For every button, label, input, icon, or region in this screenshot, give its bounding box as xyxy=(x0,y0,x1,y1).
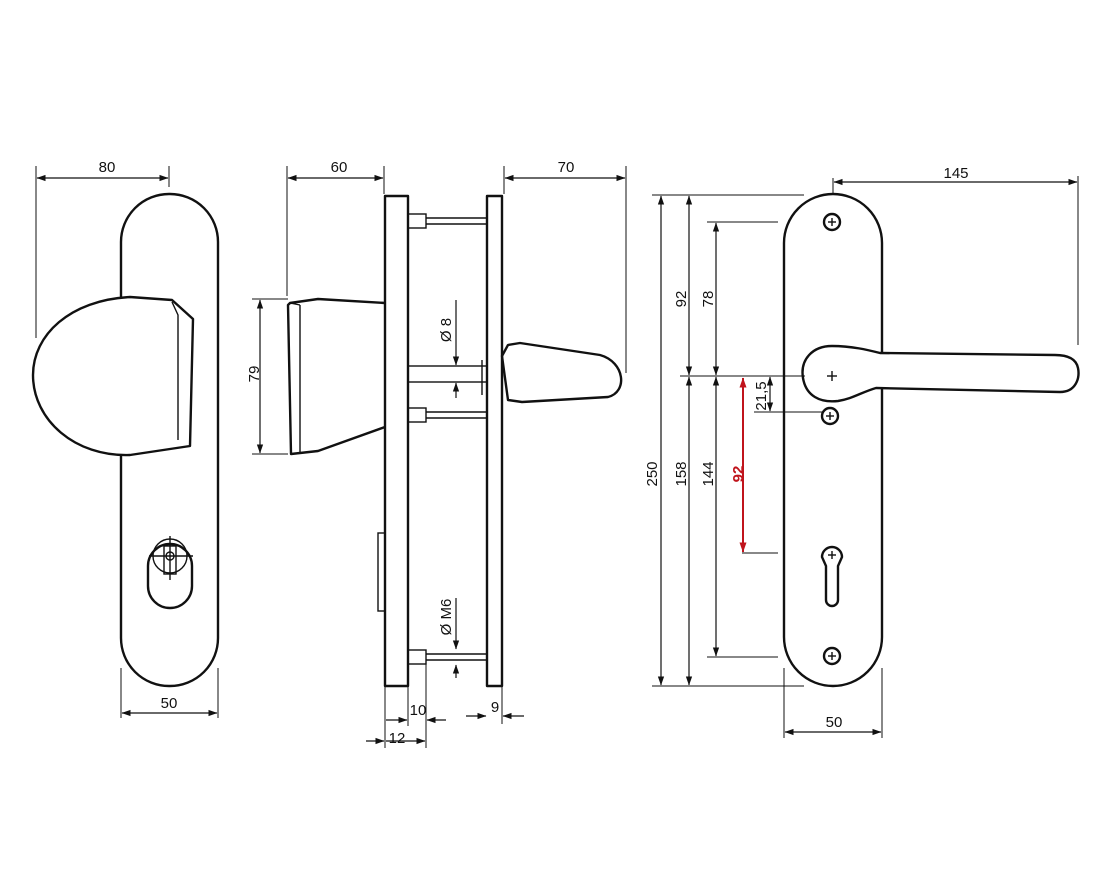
knob-body xyxy=(31,295,195,457)
dim-label-12: 12 xyxy=(389,730,406,747)
dim-label-92-upper: 92 xyxy=(673,291,690,308)
side-plate-knob xyxy=(383,194,410,688)
knob-inner-edge xyxy=(171,301,179,440)
dim-label-92-red: 92 xyxy=(730,466,747,483)
dim-label-21-5: 21,5 xyxy=(753,381,770,410)
screw-top xyxy=(822,212,842,232)
side-knob xyxy=(286,297,386,456)
lever-front-view: 145 250 92 158 78 144 92 21,5 50 xyxy=(644,165,1080,738)
dim-label-79: 79 xyxy=(246,366,263,383)
keyhole xyxy=(820,545,844,608)
dim-label-144: 144 xyxy=(700,461,717,486)
knob-front-view: 80 50 xyxy=(31,159,220,718)
dim-label-50-lever: 50 xyxy=(826,714,843,731)
dim-label-158: 158 xyxy=(673,461,690,486)
dim-label-70: 70 xyxy=(558,159,575,176)
dim-label-80: 80 xyxy=(99,159,116,176)
lever-handle xyxy=(801,344,1080,403)
dim-label-78: 78 xyxy=(700,291,717,308)
spindle xyxy=(407,365,488,383)
cylinder-cutout xyxy=(146,536,194,610)
dim-label-10: 10 xyxy=(410,702,427,719)
dim-label-50-knob: 50 xyxy=(161,695,178,712)
dim-label-250: 250 xyxy=(644,461,661,486)
side-plate-lever xyxy=(485,194,504,688)
lever-backplate xyxy=(782,192,884,688)
side-lever xyxy=(500,341,623,404)
screw-m6 xyxy=(407,649,427,665)
dim-label-spindle: Ø 8 xyxy=(438,318,455,342)
screw-mid xyxy=(820,406,840,426)
screw-bottom xyxy=(822,646,842,666)
dim-label-60: 60 xyxy=(331,159,348,176)
dim-label-9: 9 xyxy=(491,699,499,716)
dim-label-screw: Ø M6 xyxy=(438,599,455,636)
side-view: 60 70 79 Ø 8 Ø M6 10 12 9 xyxy=(246,159,627,748)
dim-label-145: 145 xyxy=(943,165,968,182)
